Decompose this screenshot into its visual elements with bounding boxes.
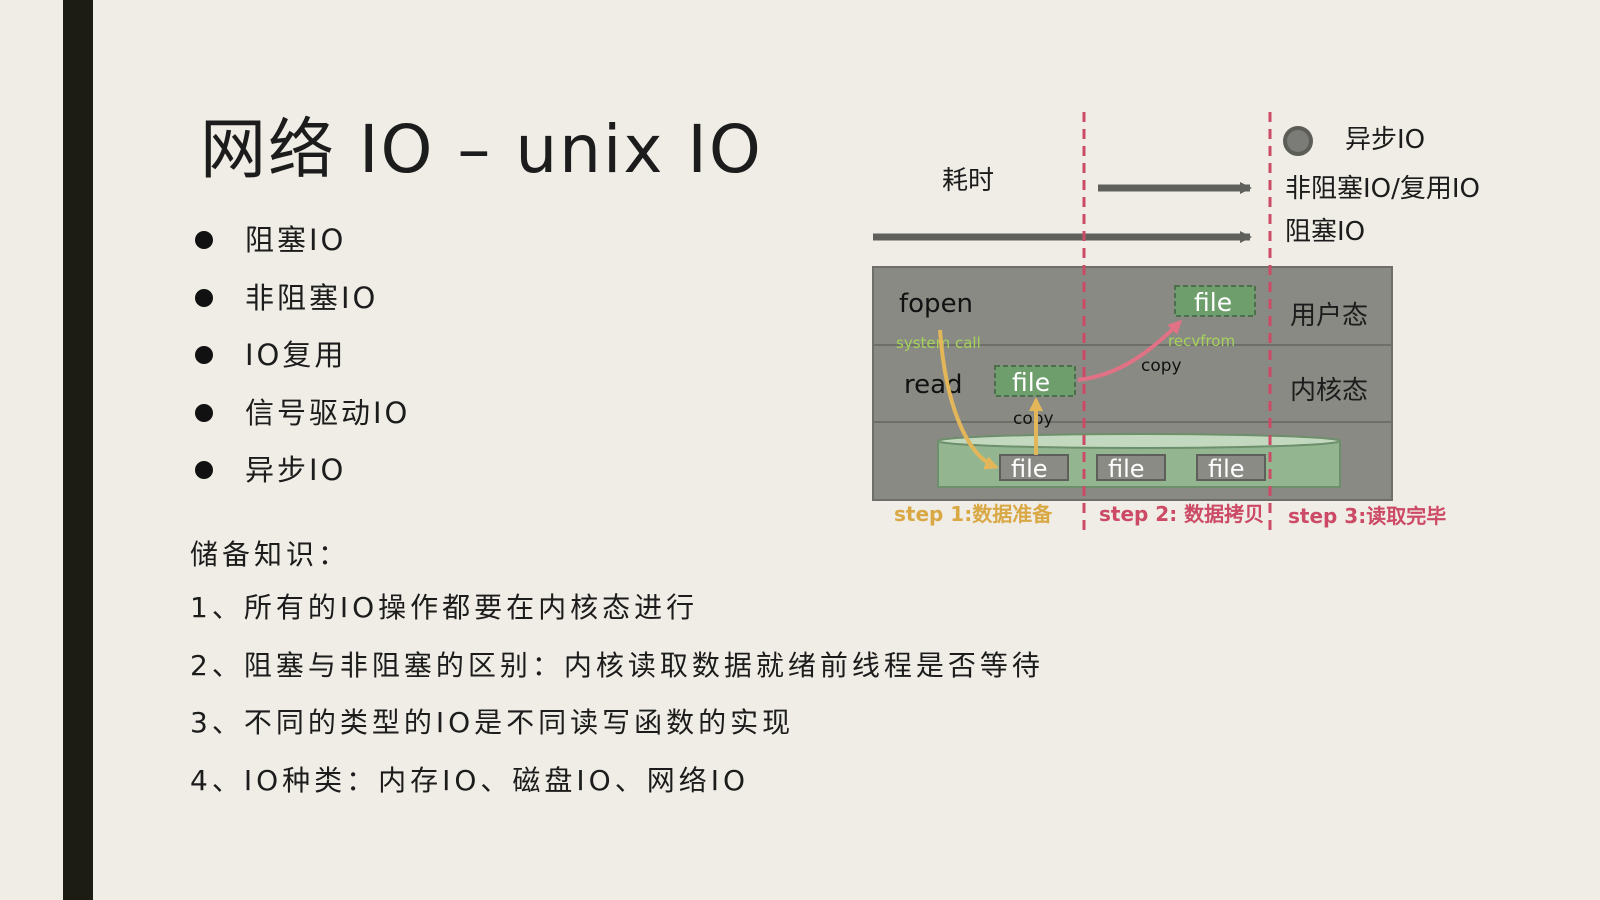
copy-label-kernel: copy: [1141, 356, 1182, 376]
step3-label: step 3:读取完毕: [1288, 504, 1446, 528]
async-marker-icon: [1285, 128, 1311, 154]
step2-label: step 2: 数据拷贝: [1099, 502, 1264, 526]
fopen-label: fopen: [899, 289, 973, 319]
disk-file-1-label: file: [1011, 455, 1048, 483]
system-call-label: system call: [896, 334, 981, 352]
kernel-file-label: file: [1012, 368, 1050, 397]
time-label: 耗时: [942, 166, 994, 196]
disk-top: [938, 434, 1340, 448]
user-layer-label: 用户态: [1290, 301, 1368, 331]
legend-async: 异步IO: [1345, 125, 1425, 155]
read-label: read: [904, 370, 963, 400]
kernel-layer-label: 内核态: [1290, 376, 1368, 406]
copy-label-disk: copy: [1013, 409, 1054, 429]
step1-label: step 1:数据准备: [894, 502, 1053, 526]
legend-nonblocking: 非阻塞IO/复用IO: [1285, 174, 1480, 204]
user-file-label: file: [1194, 288, 1232, 317]
disk-file-3-label: file: [1208, 455, 1245, 483]
recvfrom-label: recvfrom: [1168, 332, 1235, 350]
disk-file-2-label: file: [1108, 455, 1145, 483]
legend-blocking: 阻塞IO: [1285, 217, 1365, 247]
